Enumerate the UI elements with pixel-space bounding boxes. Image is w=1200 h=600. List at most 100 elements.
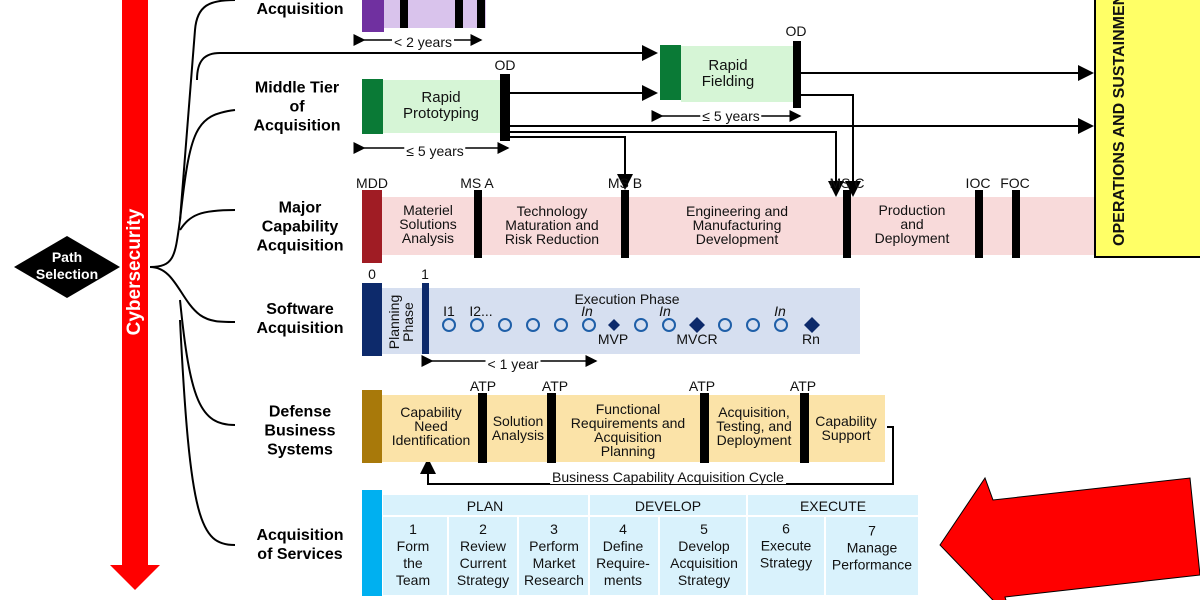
- step-6: 6 Execute Strategy: [759, 520, 813, 571]
- loop-icon: [746, 318, 760, 332]
- atp-bar: [800, 393, 809, 463]
- atp-bar: [700, 393, 709, 463]
- milestone-foc: FOC: [1000, 175, 1030, 191]
- rapid-fielding-label: Rapid Fielding: [701, 57, 755, 90]
- row-label-urgent: Capability Acquisition: [256, 1, 344, 18]
- arrowhead-icon: [110, 565, 160, 590]
- operations-sustainment-box: [1094, 0, 1200, 258]
- ms-b-bar: [621, 190, 629, 258]
- step-5: 5 Develop Acquisition Strategy: [670, 521, 738, 588]
- urgent-duration: < 2 years: [392, 34, 454, 50]
- loop-icon: [442, 318, 456, 332]
- phase-acquisition-testing: Acquisition, Testing, and Deployment: [716, 404, 792, 448]
- phase-msa: Materiel Solutions Analysis: [399, 202, 457, 246]
- group-execute: [748, 495, 918, 515]
- row-label-middle-tier: Middle Tier of Acquisition: [253, 79, 341, 135]
- loop-icon: [470, 318, 484, 332]
- od-bar: [500, 74, 510, 141]
- prototyping-start: [362, 79, 383, 134]
- iteration-label: I1: [443, 303, 455, 319]
- milestone-ms-a: MS A: [460, 175, 494, 191]
- release-diamond-icon: [804, 317, 820, 333]
- row-label-services: Acquisition of Services: [256, 527, 344, 563]
- step-cell: [383, 517, 447, 595]
- phase-tmrr: Technology Maturation and Risk Reduction: [504, 203, 600, 247]
- od-label: OD: [494, 57, 516, 73]
- fielding-duration: ≤ 5 years: [700, 108, 762, 124]
- step-cell: [449, 517, 517, 595]
- phase-need-identification: Capability Need Identification: [391, 404, 471, 448]
- phase-functional-requirements: Functional Requirements and Acquisition …: [570, 401, 686, 459]
- ms-a-bar: [474, 190, 482, 258]
- loop-icon: [662, 318, 676, 332]
- milestone-mdd: MDD: [356, 175, 388, 191]
- milestone-1: 1: [421, 266, 429, 282]
- atp-bar: [547, 393, 556, 463]
- atp-label: ATP: [469, 378, 497, 394]
- row-label-major: Major Capability Acquisition: [256, 199, 344, 255]
- milestone-bar: [455, 0, 463, 28]
- row-label-software: Software Acquisition: [256, 301, 344, 337]
- phase-pd: Production and Deployment: [874, 202, 950, 246]
- loop-icon: [498, 318, 512, 332]
- atp-label: ATP: [688, 378, 716, 394]
- od-bar: [793, 41, 801, 108]
- loop-icon: [526, 318, 540, 332]
- ms-c-bar: [843, 190, 851, 258]
- atp-label: ATP: [789, 378, 817, 394]
- loop-icon: [554, 318, 568, 332]
- group-develop: [590, 495, 746, 515]
- step-7: 7 Manage Performance: [831, 522, 913, 573]
- execute-label: EXECUTE: [799, 498, 867, 514]
- mdd-start: [362, 190, 382, 263]
- execution-phase-label: Execution Phase: [574, 291, 680, 307]
- software-band: [382, 288, 860, 354]
- milestone-bar: [400, 0, 408, 28]
- milestone-ms-c: MS C: [829, 175, 865, 191]
- step-cell: [748, 517, 824, 595]
- services-start: [362, 490, 382, 596]
- foc-bar: [1012, 190, 1020, 258]
- iteration-label: I2...: [469, 303, 493, 319]
- ioc-bar: [975, 190, 983, 258]
- mvcr-label: MVCR: [676, 331, 718, 347]
- mvp-label: MVP: [597, 331, 629, 347]
- milestone-0: 0: [368, 266, 376, 282]
- milestone-ms-b: MS B: [607, 175, 643, 191]
- cycle-label: Business Capability Acquisition Cycle: [550, 469, 786, 485]
- loop-icon: [718, 318, 732, 332]
- loop-icon: [582, 318, 596, 332]
- dbs-start: [362, 390, 382, 463]
- step-cell: [519, 517, 588, 595]
- phase-solution-analysis: Solution Analysis: [491, 413, 545, 443]
- mvcr-diamond-icon: [689, 317, 705, 333]
- phase-capability-support: Capability Support: [815, 413, 877, 443]
- software-start: [362, 283, 382, 356]
- step-cell: [660, 517, 746, 595]
- atp-label: ATP: [541, 378, 569, 394]
- rapid-prototyping-label: Rapid Prototyping: [403, 89, 479, 122]
- rapid-fielding-box: [681, 46, 794, 102]
- release-label: Rn: [802, 331, 820, 347]
- urgent-start: [362, 0, 384, 32]
- develop-label: DEVELOP: [634, 498, 702, 514]
- step-cell: [826, 517, 918, 595]
- od-label: OD: [785, 23, 807, 39]
- step-3: 3 Perform Market Research: [524, 521, 584, 588]
- fielding-start: [660, 45, 681, 100]
- milestone-ioc: IOC: [965, 175, 991, 191]
- step-1: 1 Form the Team: [395, 521, 431, 588]
- rapid-prototyping-box: [383, 80, 501, 133]
- loop-icon: [774, 318, 788, 332]
- red-pointer-arrow: [939, 476, 1200, 600]
- milestone-1-bar: [422, 283, 429, 354]
- prototyping-duration: ≤ 5 years: [404, 143, 466, 159]
- software-duration: < 1 year: [485, 356, 541, 372]
- iteration-label: In: [774, 303, 786, 319]
- step-2: 2 Review Current Strategy: [456, 521, 510, 588]
- milestone-bar: [477, 0, 485, 28]
- path-selection-label: Path Selection: [35, 249, 99, 282]
- step-4: 4 Define Require- ments: [596, 521, 650, 588]
- step-cell: [590, 517, 658, 595]
